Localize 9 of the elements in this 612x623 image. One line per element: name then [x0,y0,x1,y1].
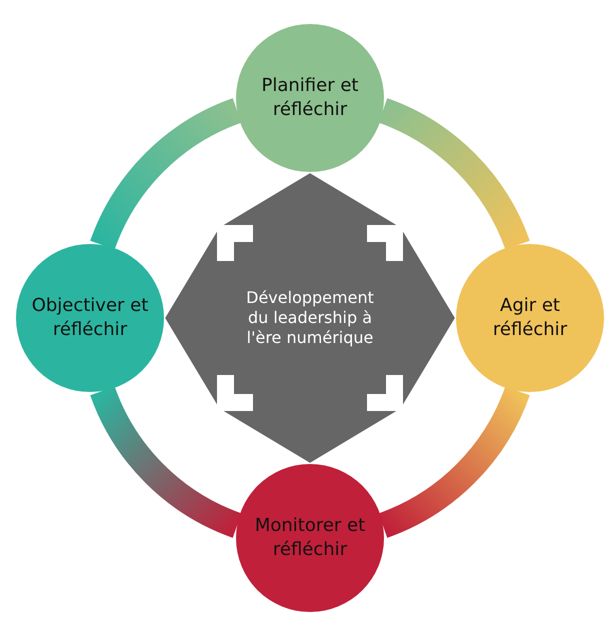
ring-arc [90,98,242,250]
ring-arc [90,386,242,538]
ring-arc [378,98,530,250]
node-label: Monitorer et réfléchir [254,514,366,562]
node-label: Planifier et réfléchir [260,74,360,122]
node-label: Agir et réfléchir [492,294,568,342]
node-label: Développement du leadership à l'ère numérique [245,288,375,348]
ring-arc [378,386,530,538]
node-label: Objectiver et réfléchir [30,294,150,342]
